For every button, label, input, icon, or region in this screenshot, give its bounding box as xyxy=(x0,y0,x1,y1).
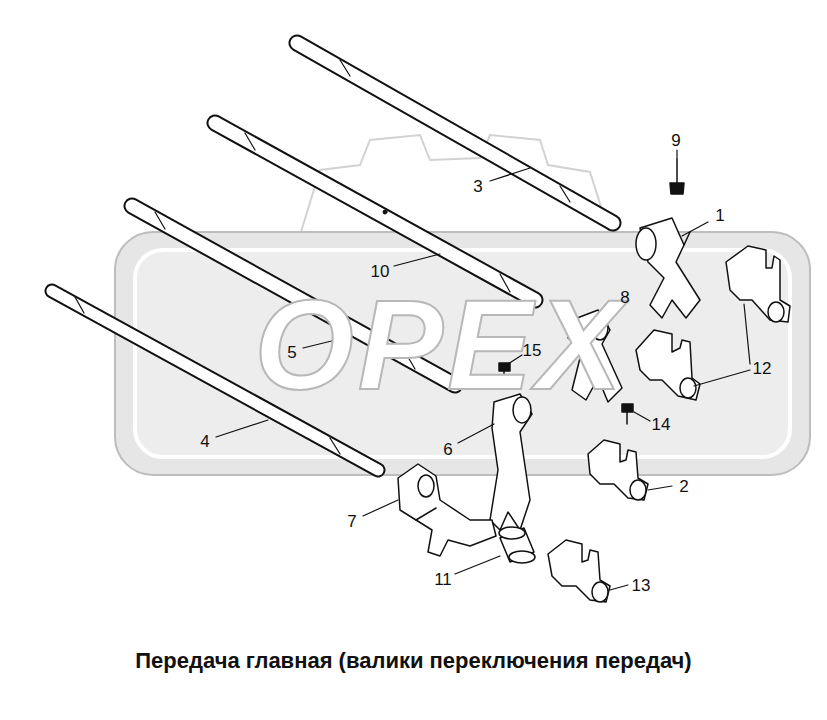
callout-number: 13 xyxy=(632,577,651,594)
callout-number: 3 xyxy=(473,178,482,195)
callout-number: 2 xyxy=(679,478,688,495)
callout-number: 6 xyxy=(443,441,452,458)
caption-title: Передача главная (валики переключения пе… xyxy=(0,648,827,674)
callout-number: 4 xyxy=(200,433,209,450)
callout-number: 1 xyxy=(715,207,724,224)
callout-number: 5 xyxy=(287,344,296,361)
callout-number: 15 xyxy=(523,342,542,359)
callout-number: 8 xyxy=(620,289,629,306)
callout-number: 14 xyxy=(652,416,671,433)
callout-number: 11 xyxy=(434,571,452,588)
callout-number: 12 xyxy=(753,360,772,377)
callout-number: 10 xyxy=(371,263,390,280)
callout-number: 7 xyxy=(347,513,356,530)
watermark: OPEX xyxy=(254,281,626,409)
callout-number: 9 xyxy=(671,132,680,149)
